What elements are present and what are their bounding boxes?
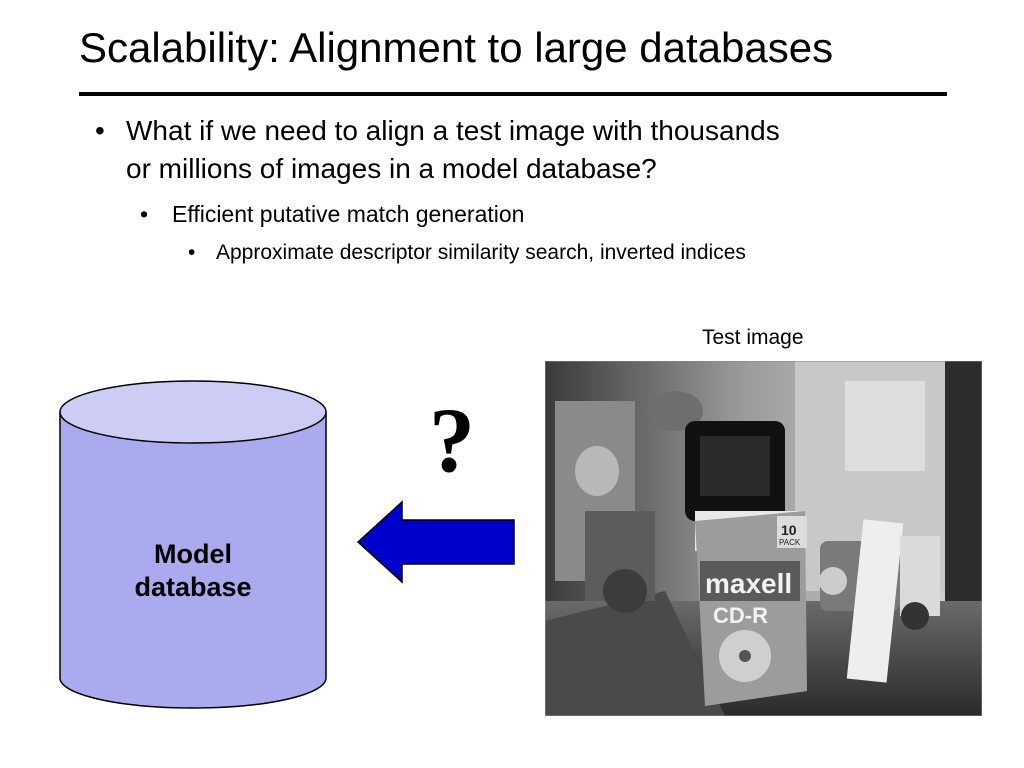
photo-pack-number: 10 bbox=[781, 522, 797, 538]
slide-title: Scalability: Alignment to large database… bbox=[79, 24, 834, 71]
database-cylinder-icon bbox=[59, 380, 327, 709]
test-image-photo: maxell CD-R 10 PACK bbox=[545, 361, 982, 716]
bullet-text: What if we need to align a test image wi… bbox=[126, 112, 780, 188]
bullet-text-line-1: What if we need to align a test image wi… bbox=[126, 115, 780, 146]
photo-product-text: CD-R bbox=[713, 603, 768, 628]
title-rule bbox=[79, 92, 947, 96]
bullet-text: Approximate descriptor similarity search… bbox=[216, 241, 746, 264]
database-label-line-1: Model bbox=[154, 539, 232, 569]
question-mark: ? bbox=[429, 389, 475, 491]
photo-pack-word: PACK bbox=[779, 538, 801, 547]
database-label: Model database bbox=[56, 538, 330, 604]
bullet-text-line-2: or millions of images in a model databas… bbox=[126, 153, 657, 184]
test-image-caption: Test image bbox=[702, 326, 804, 349]
bullet-dot: • bbox=[95, 115, 105, 146]
database-label-line-2: database bbox=[134, 572, 252, 602]
bullet-dot: • bbox=[188, 241, 196, 264]
photo-brand-text: maxell bbox=[705, 568, 792, 599]
bullet-text: Efficient putative match generation bbox=[172, 201, 525, 227]
bullet-dot: • bbox=[140, 201, 149, 227]
left-arrow-icon bbox=[356, 500, 515, 584]
